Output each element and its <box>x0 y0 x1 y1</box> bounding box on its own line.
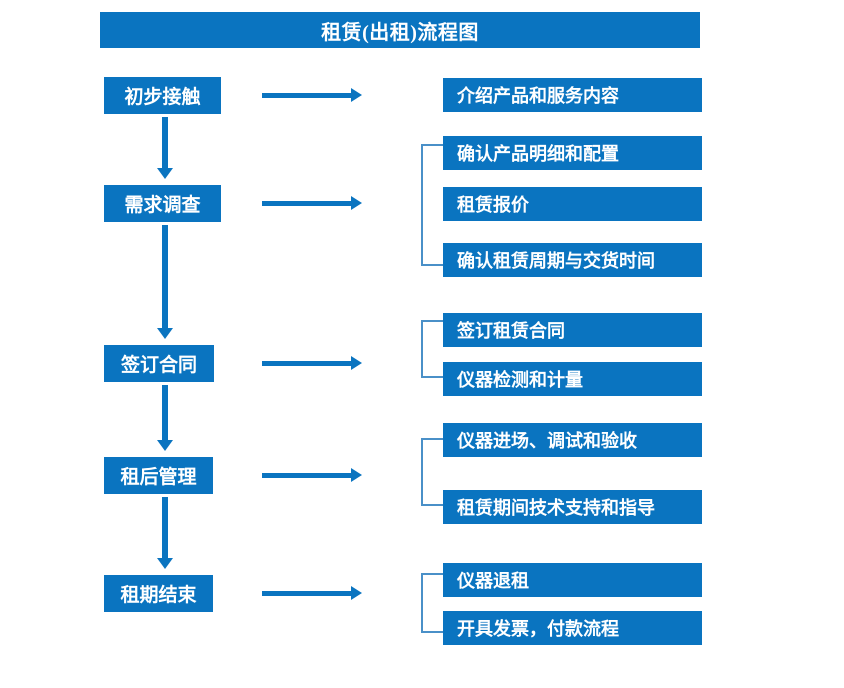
horizontal-arrow-stage3 <box>262 356 362 370</box>
vertical-arrow-stage4-to-stage5 <box>157 497 173 569</box>
vertical-arrow-stage1-to-stage2 <box>157 117 173 179</box>
detail-box-introduce-products[interactable]: 介绍产品和服务内容 <box>443 78 702 112</box>
stage-box-requirement-survey[interactable]: 需求调查 <box>104 185 221 222</box>
horizontal-arrow-stage5 <box>262 586 362 600</box>
horizontal-arrow-stage4 <box>262 468 362 482</box>
stage-box-post-lease-management[interactable]: 租后管理 <box>104 457 213 494</box>
detail-box-instrument-return[interactable]: 仪器退租 <box>443 563 702 597</box>
group-bracket-requirement-survey <box>421 144 443 266</box>
horizontal-arrow-stage1 <box>262 88 362 102</box>
stage-box-initial-contact[interactable]: 初步接触 <box>104 77 221 114</box>
detail-box-confirm-lease-period[interactable]: 确认租赁周期与交货时间 <box>443 243 702 277</box>
vertical-arrow-stage3-to-stage4 <box>157 385 173 451</box>
vertical-arrow-stage2-to-stage3 <box>157 225 173 339</box>
group-bracket-lease-end <box>421 573 443 633</box>
detail-box-sign-lease-contract[interactable]: 签订租赁合同 <box>443 313 702 347</box>
detail-box-technical-support[interactable]: 租赁期间技术支持和指导 <box>443 490 702 524</box>
detail-box-lease-quotation[interactable]: 租赁报价 <box>443 187 702 221</box>
stage-box-lease-end[interactable]: 租期结束 <box>104 575 213 612</box>
group-bracket-post-lease-management <box>421 438 443 506</box>
horizontal-arrow-stage2 <box>262 196 362 210</box>
detail-box-confirm-product-details[interactable]: 确认产品明细和配置 <box>443 136 702 170</box>
stage-box-sign-contract[interactable]: 签订合同 <box>104 345 214 382</box>
page-title: 租赁(出租)流程图 <box>100 12 700 48</box>
detail-box-instrument-installation[interactable]: 仪器进场、调试和验收 <box>443 423 702 457</box>
detail-box-invoice-payment[interactable]: 开具发票，付款流程 <box>443 611 702 645</box>
detail-box-instrument-inspection[interactable]: 仪器检测和计量 <box>443 362 702 396</box>
group-bracket-sign-contract <box>421 320 443 378</box>
